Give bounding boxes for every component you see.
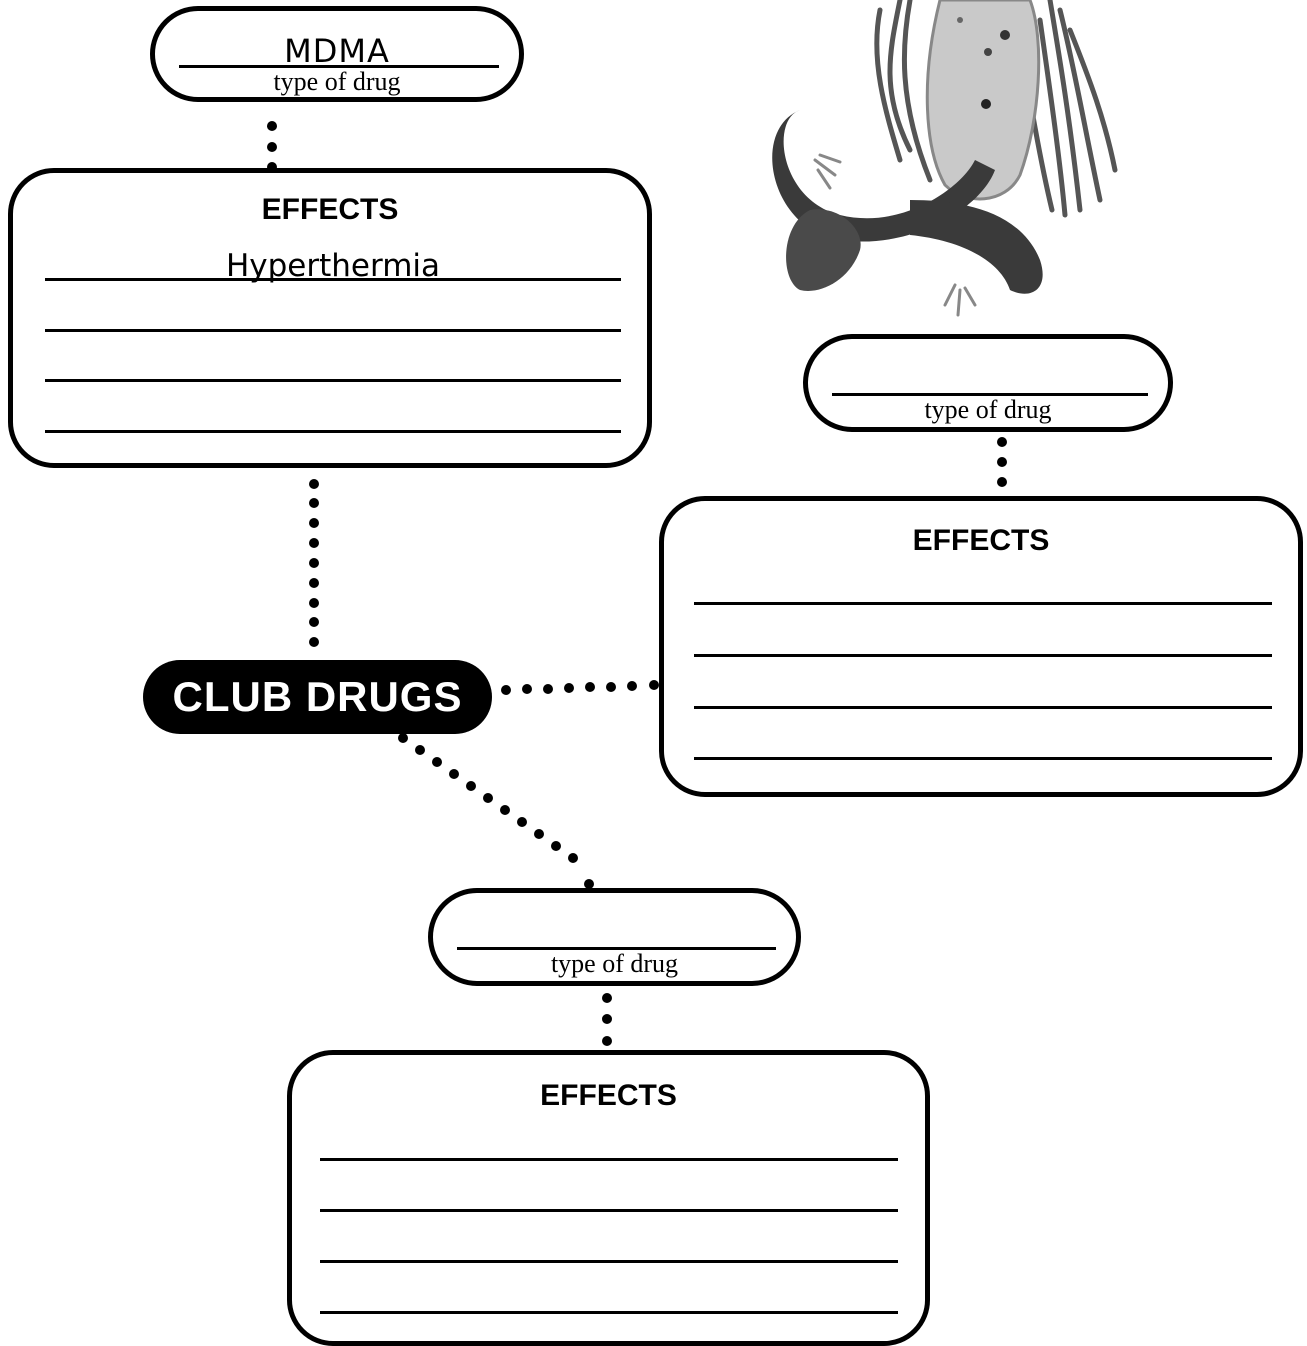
drug-type-caption-1: type of drug [273,67,401,96]
monster-illustration-icon [772,0,1118,317]
drug-type-blank-2 [832,393,1148,396]
drug-type-pill-1: MDMA type of drug [150,6,524,102]
effects-line-1-2 [45,329,621,332]
center-node: CLUB DRUGS [143,660,492,734]
effects-line-3-4 [320,1311,898,1314]
drug-type-value-1[interactable]: MDMA [284,32,390,70]
drug-type-pill-2: type of drug [803,334,1173,432]
effects-box-3: EFFECTS [287,1050,930,1346]
effects-line-3-2 [320,1209,898,1212]
effects-line-2-2 [694,654,1272,657]
effects-line-2-3 [694,706,1272,709]
effects-heading-1: EFFECTS [261,193,399,226]
drug-type-caption-3: type of drug [550,949,679,978]
effects-heading-2: EFFECTS [912,524,1050,557]
effects-line-3-1 [320,1158,898,1161]
drug-type-caption-2: type of drug [924,395,1052,424]
effects-heading-3: EFFECTS [540,1079,677,1112]
drug-type-blank-3 [457,947,776,950]
effects-box-1: EFFECTS Hyperthermia [8,168,652,468]
effects-line-2-4 [694,757,1272,760]
effects-line-2-1 [694,602,1272,605]
effects-line-1-3 [45,379,621,382]
drug-type-blank-1 [179,65,499,68]
effects-line-1-1 [45,278,621,281]
effects-box-2: EFFECTS [659,496,1303,797]
effects-entry-1-1[interactable]: Hyperthermia [225,248,441,284]
effects-line-1-4 [45,430,621,433]
effects-line-3-3 [320,1260,898,1263]
drug-type-pill-3: type of drug [428,888,801,986]
